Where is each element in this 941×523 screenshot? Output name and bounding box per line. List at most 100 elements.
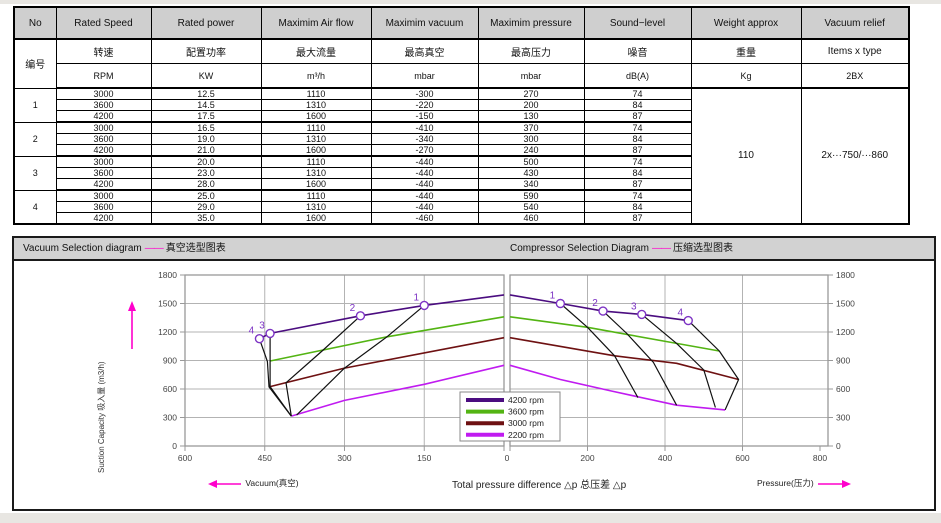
svg-text:300: 300 (337, 453, 351, 463)
group-number-cell: 1 (13, 87, 57, 123)
table-cell: 4200 (55, 144, 152, 157)
col-unit: dB(A) (583, 63, 692, 89)
col-unit: RPM (55, 63, 152, 89)
table-cell: 3000 (55, 189, 152, 202)
table-cell: 540 (477, 201, 585, 213)
table-cell: 3000 (55, 121, 152, 134)
col-header-no: No (13, 6, 57, 40)
svg-text:0: 0 (836, 441, 841, 451)
svg-text:3000 rpm: 3000 rpm (508, 418, 544, 428)
col-subheader-cn: 重量 (690, 38, 802, 64)
svg-text:600: 600 (163, 384, 177, 394)
svg-text:4: 4 (677, 308, 683, 319)
svg-text:400: 400 (658, 453, 672, 463)
table-cell: -440 (370, 201, 479, 213)
pressure-axis-label: Pressure(压力) (757, 477, 852, 489)
svg-text:0: 0 (505, 453, 510, 463)
table-cell: -270 (370, 144, 479, 157)
table-cell: 12.5 (150, 87, 262, 100)
table-cell: -300 (370, 87, 479, 100)
table-cell: 1310 (260, 133, 372, 145)
svg-text:300: 300 (163, 413, 177, 423)
col-subheader-cn: 转速 (55, 38, 152, 64)
weight-merged-cell: 110 (690, 87, 802, 225)
col-header-weight: Weight approx (690, 6, 802, 40)
table-cell: 4200 (55, 110, 152, 123)
table-cell: 74 (583, 189, 692, 202)
table-cell: 1310 (260, 167, 372, 179)
svg-text:450: 450 (258, 453, 272, 463)
table-cell: -440 (370, 189, 479, 202)
table-cell: 3600 (55, 99, 152, 111)
table-cell: 87 (583, 178, 692, 191)
table-cell: -220 (370, 99, 479, 111)
svg-text:600: 600 (836, 384, 850, 394)
svg-text:3: 3 (631, 301, 637, 312)
table-cell: -440 (370, 178, 479, 191)
table-cell: 370 (477, 121, 585, 134)
svg-text:2: 2 (592, 298, 598, 309)
svg-text:3600 rpm: 3600 rpm (508, 407, 544, 417)
col-subheader-cn: Items x type (800, 38, 910, 64)
right-arrow-icon (818, 479, 852, 488)
col-header-rated-speed: Rated Speed (55, 6, 152, 40)
col-header-rated-power: Rated power (150, 6, 262, 40)
svg-text:2: 2 (350, 303, 356, 314)
col-subheader-no-cn: 编号 (13, 38, 57, 89)
magenta-dash-icon: —— (651, 243, 671, 254)
table-cell: 1600 (260, 178, 372, 191)
table-cell: 87 (583, 144, 692, 157)
table-cell: 590 (477, 189, 585, 202)
table-cell: 16.5 (150, 121, 262, 134)
col-subheader-cn: 最高压力 (477, 38, 585, 64)
page-edge-bottom (0, 513, 941, 523)
table-cell: 3600 (55, 167, 152, 179)
svg-text:1200: 1200 (836, 327, 855, 337)
table-cell: 270 (477, 87, 585, 100)
vacuum-diagram-title: Vacuum Selection diagram——真空选型图表 (23, 243, 226, 254)
table-cell: 84 (583, 99, 692, 111)
table-cell: 23.0 (150, 167, 262, 179)
vacuum-axis-label: Vacuum(真空) (207, 477, 299, 489)
svg-text:900: 900 (836, 356, 850, 366)
table-cell: 28.0 (150, 178, 262, 191)
compressor-diagram-title: Compressor Selection Diagram——压缩选型图表 (510, 243, 733, 254)
table-cell: -440 (370, 155, 479, 168)
col-header-pressure: Maximim pressure (477, 6, 585, 40)
svg-text:Suction Capacity 吸入量 (m3/h): Suction Capacity 吸入量 (m3/h) (97, 361, 106, 473)
svg-text:150: 150 (417, 453, 431, 463)
table-cell: 87 (583, 110, 692, 123)
svg-text:4: 4 (249, 326, 255, 337)
table-cell: 500 (477, 155, 585, 168)
group-number-cell: 3 (13, 155, 57, 191)
group-number-cell: 4 (13, 189, 57, 225)
group-number-cell: 2 (13, 121, 57, 157)
svg-text:600: 600 (178, 453, 192, 463)
svg-text:1200: 1200 (158, 327, 177, 337)
table-cell: 87 (583, 212, 692, 225)
spec-table: No Rated Speed Rated power Maximim Air f… (13, 6, 910, 225)
table-cell: 84 (583, 201, 692, 213)
table-cell: 200 (477, 99, 585, 111)
svg-text:1: 1 (550, 291, 556, 302)
table-cell: 1110 (260, 155, 372, 168)
col-header-vacuum: Maximim vacuum (370, 6, 479, 40)
svg-text:2200 rpm: 2200 rpm (508, 430, 544, 440)
table-cell: -440 (370, 167, 479, 179)
svg-text:800: 800 (813, 453, 827, 463)
table-cell: 4200 (55, 178, 152, 191)
table-cell: 84 (583, 167, 692, 179)
table-cell: 300 (477, 133, 585, 145)
table-cell: 1600 (260, 110, 372, 123)
table-cell: 130 (477, 110, 585, 123)
svg-text:0: 0 (172, 441, 177, 451)
table-cell: 84 (583, 133, 692, 145)
